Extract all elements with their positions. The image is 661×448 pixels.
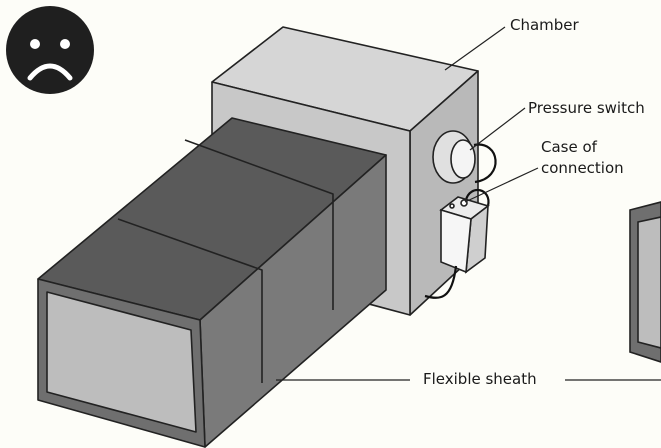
- case-of-connection: [424, 189, 490, 299]
- chamber-label: Chamber: [510, 15, 579, 35]
- leader-lines: [276, 26, 661, 381]
- partial-panel: [629, 201, 661, 363]
- sheath-opening: [46, 291, 197, 433]
- case-leader: [464, 167, 539, 203]
- flexible-sheath: [37, 117, 387, 448]
- sheath-joint-1: [117, 218, 263, 383]
- pressure-switch-leader: [469, 107, 526, 151]
- flexible-sheath-label: Flexible sheath: [423, 369, 537, 389]
- pressure-switch: [432, 130, 497, 184]
- sad-face-icon: [6, 6, 94, 94]
- chamber-leader: [444, 26, 506, 71]
- sheath-joint-2: [184, 139, 334, 310]
- case-label-line2: connection: [541, 159, 624, 177]
- case-label-line1: Case of: [541, 138, 597, 156]
- pressure-switch-label: Pressure switch: [528, 98, 645, 118]
